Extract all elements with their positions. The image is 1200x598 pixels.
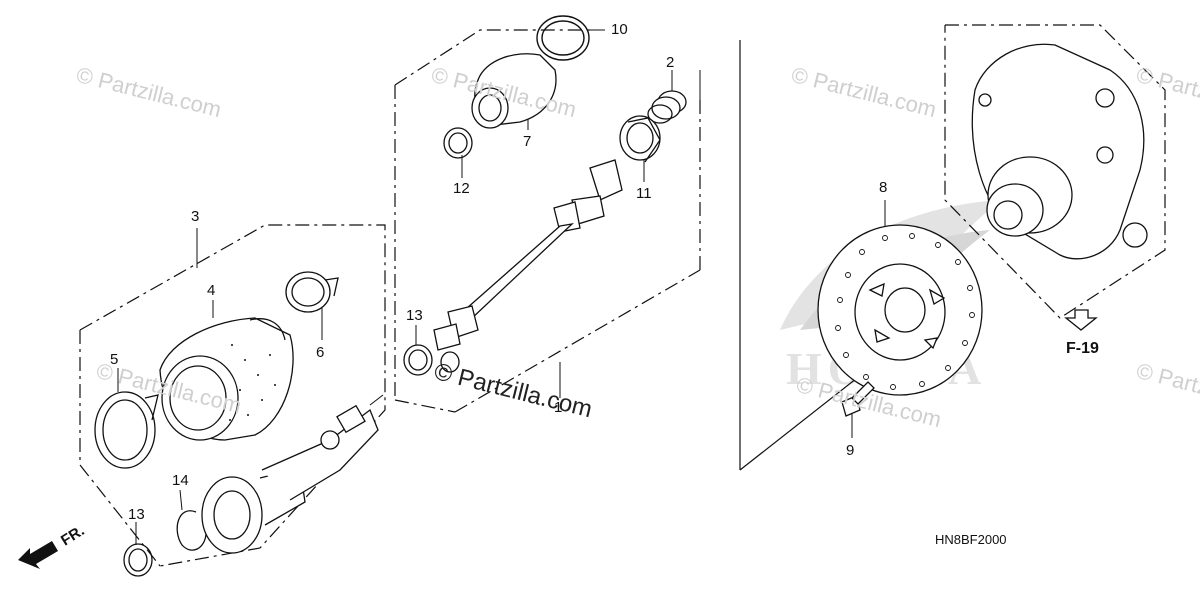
callout-5: 5 bbox=[110, 351, 119, 368]
callout-11: 11 bbox=[636, 185, 652, 202]
disc-holes bbox=[835, 233, 975, 390]
callout-10: 10 bbox=[611, 21, 628, 38]
part-2-spring bbox=[647, 90, 687, 124]
callout-14: 14 bbox=[172, 472, 189, 489]
part-4-outer-boot bbox=[159, 317, 294, 441]
callout-9: 9 bbox=[846, 442, 855, 459]
part-1-drive-shaft bbox=[433, 159, 623, 351]
section-ref-arrow bbox=[1064, 309, 1098, 331]
part-13-o-ring-left bbox=[123, 543, 153, 577]
callout-12: 12 bbox=[453, 180, 470, 197]
boot-texture bbox=[229, 344, 276, 421]
callout-1: 1 bbox=[554, 399, 563, 416]
callout-2: 2 bbox=[666, 54, 675, 71]
part-14-circlip bbox=[176, 510, 207, 551]
part-13-o-ring-middle bbox=[403, 344, 433, 376]
part-12-o-ring bbox=[443, 127, 473, 159]
outer-joint-housing bbox=[201, 404, 379, 554]
part-8-brake-disc bbox=[817, 224, 983, 396]
part-11-oil-seal bbox=[619, 115, 661, 163]
callout-4: 4 bbox=[207, 282, 216, 299]
callout-3: 3 bbox=[191, 208, 200, 225]
assembly-box-middle bbox=[394, 29, 701, 413]
callout-13-left: 13 bbox=[128, 506, 145, 523]
part-5-boot-band bbox=[94, 391, 159, 469]
callout-6: 6 bbox=[316, 344, 325, 361]
callout-8: 8 bbox=[879, 179, 888, 196]
front-direction-arrow bbox=[18, 541, 58, 569]
part-9-bolt bbox=[841, 381, 875, 417]
part-10-o-ring bbox=[536, 15, 590, 61]
part-7-inner-boot bbox=[471, 53, 557, 129]
assembly-box-right bbox=[944, 24, 1166, 319]
callout-7: 7 bbox=[523, 133, 532, 150]
small-washer bbox=[440, 351, 460, 373]
diagram-code: HN8BF2000 bbox=[935, 532, 1007, 547]
knuckle-hub bbox=[971, 43, 1148, 260]
assembly-box-left bbox=[79, 224, 386, 567]
part-6-boot-band bbox=[285, 271, 339, 313]
callout-13-middle: 13 bbox=[406, 307, 423, 324]
section-reference: F-19 bbox=[1066, 340, 1099, 357]
leader-lines bbox=[117, 29, 886, 545]
